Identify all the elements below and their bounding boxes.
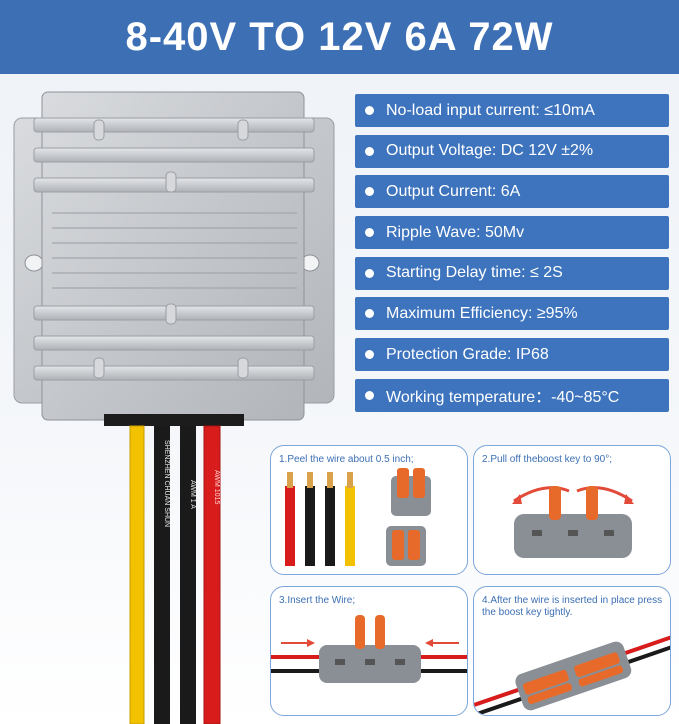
stripped-wires-image xyxy=(285,468,431,566)
bullet-icon xyxy=(365,146,374,156)
spec-item-starting-delay: Starting Delay time: ≤ 2S xyxy=(355,256,669,290)
lever-up-image xyxy=(512,486,634,558)
wire-locked-image xyxy=(474,635,670,715)
step-4-card: 4.After the wire is inserted in place pr… xyxy=(473,586,671,716)
bullet-icon xyxy=(365,228,374,238)
spec-item-output-voltage: Output Voltage: DC 12V ±2% xyxy=(355,134,669,168)
connector-closed-icon xyxy=(386,526,426,566)
page-title: 8-40V TO 12V 6A 72W xyxy=(125,14,554,59)
spec-item-efficiency: Maximum Efficiency: ≥95% xyxy=(355,297,669,331)
insert-wire-image xyxy=(271,615,467,683)
spec-item-output-current: Output Current: 6A xyxy=(355,175,669,209)
spec-item-working-temperature: Working temperature：-40~85°C xyxy=(355,378,669,412)
spec-item-protection-grade: Protection Grade: IP68 xyxy=(355,338,669,372)
bullet-icon xyxy=(365,106,374,115)
spec-item-ripple-wave: Ripple Wave: 50Mv xyxy=(355,216,669,250)
bullet-icon xyxy=(365,268,374,278)
connector-open-icon xyxy=(391,468,431,516)
bullet-icon xyxy=(365,390,374,400)
converter-housing-image xyxy=(13,91,335,426)
step-1-label: 1.Peel the wire about 0.5 inch; xyxy=(279,454,414,465)
step-1-card: 1.Peel the wire about 0.5 inch; xyxy=(270,445,468,575)
step-3-label: 3.Insert the Wire; xyxy=(279,595,356,606)
output-wires-image: SHENZHEN CHUAN SHUN AWM 1 A AWM 1015 xyxy=(129,425,221,724)
bullet-icon xyxy=(365,350,374,360)
spec-item-input-current: No-load input current: ≤10mA xyxy=(355,94,669,127)
step-2-card: 2.Pull off theboost key to 90°; xyxy=(473,445,671,575)
wire-label-red: AWM 1015 xyxy=(213,470,220,504)
bullet-icon xyxy=(365,187,374,197)
step-2-label: 2.Pull off theboost key to 90°; xyxy=(482,454,613,465)
wire-label-black-1: SHENZHEN CHUAN SHUN xyxy=(163,440,170,527)
wire-label-black-2: AWM 1 A xyxy=(189,480,196,509)
step-4-label: 4.After the wire is inserted in place pr… xyxy=(482,595,663,618)
step-3-card: 3.Insert the Wire; xyxy=(270,586,468,716)
bullet-icon xyxy=(365,309,374,319)
title-banner: 8-40V TO 12V 6A 72W xyxy=(0,0,679,74)
spec-list: No-load input current: ≤10mA Output Volt… xyxy=(355,94,669,420)
